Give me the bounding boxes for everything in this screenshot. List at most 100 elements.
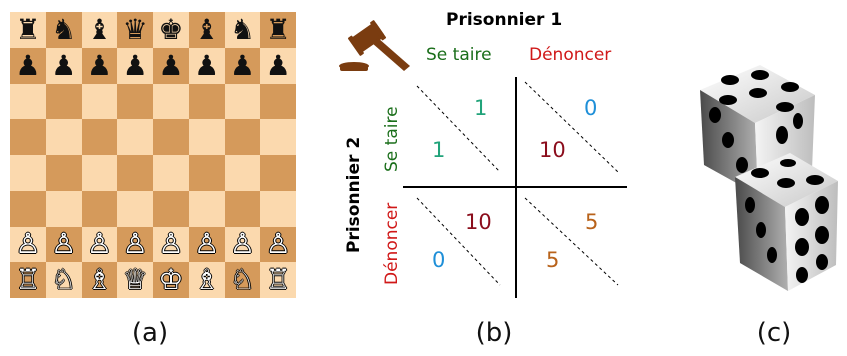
chess-square: ♘ <box>45 262 82 298</box>
front-die <box>735 153 838 291</box>
chess-square <box>81 83 118 120</box>
chess-piece: ♕ <box>122 263 148 297</box>
payoff-bl-p2: 0 <box>432 248 446 272</box>
chess-piece: ♙ <box>229 227 255 261</box>
chess-square <box>81 155 118 191</box>
chess-square <box>224 155 261 191</box>
chess-piece: ♙ <box>194 227 220 261</box>
chess-piece: ♗ <box>194 263 220 297</box>
chess-piece: ♘ <box>51 263 77 297</box>
chess-piece: ♙ <box>122 227 148 261</box>
chess-square <box>45 155 82 191</box>
chess-square <box>45 83 82 120</box>
chess-piece: ♞ <box>51 12 77 46</box>
chess-square <box>10 119 46 155</box>
chess-piece: ♔ <box>158 263 184 297</box>
chess-square <box>81 119 118 155</box>
chess-piece: ♗ <box>86 263 112 297</box>
matrix-lines <box>339 20 627 298</box>
chess-square <box>260 190 296 227</box>
chess-square <box>117 155 153 191</box>
chess-square: ♟ <box>260 47 296 84</box>
chess-square: ♟ <box>10 47 46 84</box>
chess-square: ♟ <box>81 47 118 84</box>
chess-square: ♜ <box>10 12 46 48</box>
payoff-tl-p1: 1 <box>474 96 488 120</box>
chess-square: ♚ <box>153 12 189 48</box>
chess-piece: ♝ <box>194 12 220 46</box>
payoff-tr-p1: 0 <box>584 96 598 120</box>
chess-square <box>10 155 46 191</box>
prisoners-dilemma-matrix: Prisonnier 1 Se taire Dénoncer Prisonnie… <box>320 0 640 310</box>
caption-a: (a) <box>131 318 169 348</box>
chess-square: ♝ <box>81 12 118 48</box>
chess-square: ♟ <box>117 47 153 84</box>
chess-square <box>188 155 225 191</box>
chess-piece: ♘ <box>229 263 255 297</box>
chess-square: ♟ <box>224 47 261 84</box>
chess-piece: ♟ <box>51 48 77 82</box>
chess-piece: ♟ <box>122 48 148 82</box>
chess-piece: ♟ <box>158 48 184 82</box>
chess-square: ♙ <box>45 226 82 263</box>
chess-square: ♖ <box>260 262 296 298</box>
chess-piece: ♜ <box>15 12 41 46</box>
chess-square <box>117 190 153 227</box>
player2-label: Prisonnier 2 <box>344 136 364 253</box>
chess-square <box>188 190 225 227</box>
chess-piece: ♖ <box>265 263 291 297</box>
chess-piece: ♖ <box>15 263 41 297</box>
chess-square <box>188 83 225 120</box>
caption-b: (b) <box>475 318 513 348</box>
chess-piece: ♟ <box>229 48 255 82</box>
chess-square <box>224 190 261 227</box>
p2-action-silent: Se taire <box>382 106 402 172</box>
payoff-tr-p2: 10 <box>539 138 566 162</box>
chess-square: ♗ <box>81 262 118 298</box>
chess-square <box>188 119 225 155</box>
chess-square <box>10 83 46 120</box>
p1-action-denounce: Dénoncer <box>529 45 612 65</box>
chess-square: ♙ <box>260 226 296 263</box>
chess-square <box>10 190 46 227</box>
chess-square: ♘ <box>224 262 261 298</box>
chess-piece: ♙ <box>51 227 77 261</box>
caption-c: (c) <box>756 318 792 348</box>
chess-square: ♙ <box>153 226 189 263</box>
chess-piece: ♟ <box>265 48 291 82</box>
chess-square: ♔ <box>153 262 189 298</box>
chess-piece: ♞ <box>229 12 255 46</box>
chess-square <box>153 155 189 191</box>
payoff-br-p2: 5 <box>546 248 560 272</box>
p2-action-denounce: Dénoncer <box>382 202 402 285</box>
chess-piece: ♟ <box>15 48 41 82</box>
chess-board: ♜♞♝♛♚♝♞♜♟♟♟♟♟♟♟♟♙♙♙♙♙♙♙♙♖♘♗♕♔♗♘♖ <box>10 12 296 298</box>
payoff-bl-p1: 10 <box>465 210 492 234</box>
chess-square: ♕ <box>117 262 153 298</box>
chess-square: ♛ <box>117 12 153 48</box>
chess-square: ♜ <box>260 12 296 48</box>
chess-square: ♙ <box>10 226 46 263</box>
chess-piece: ♟ <box>86 48 112 82</box>
chess-square: ♟ <box>45 47 82 84</box>
chess-piece: ♙ <box>86 227 112 261</box>
chess-piece: ♚ <box>158 12 184 46</box>
chess-square <box>45 190 82 227</box>
p1-action-silent: Se taire <box>426 45 492 65</box>
chess-piece: ♙ <box>265 227 291 261</box>
chess-square: ♖ <box>10 262 46 298</box>
chess-square <box>260 119 296 155</box>
chess-square <box>224 83 261 120</box>
chess-square <box>81 190 118 227</box>
chess-square <box>117 83 153 120</box>
chess-square <box>153 83 189 120</box>
chess-square: ♞ <box>45 12 82 48</box>
chess-square: ♙ <box>224 226 261 263</box>
chess-piece: ♟ <box>194 48 220 82</box>
chess-square: ♟ <box>153 47 189 84</box>
chess-piece: ♙ <box>158 227 184 261</box>
chess-piece: ♙ <box>15 227 41 261</box>
chess-square <box>224 119 261 155</box>
back-die <box>700 65 815 195</box>
chess-piece: ♝ <box>86 12 112 46</box>
